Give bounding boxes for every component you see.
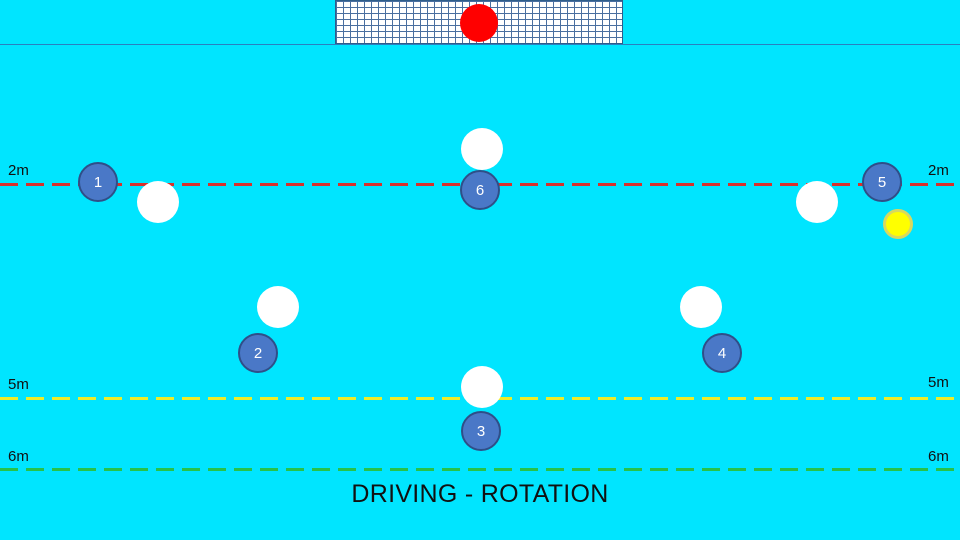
defender-right-flat xyxy=(680,286,722,328)
five-meter-label-right: 5m xyxy=(928,374,949,391)
five-meter-label-left: 5m xyxy=(8,376,29,393)
goal-line xyxy=(0,44,960,45)
attacker-2: 2 xyxy=(238,333,278,373)
diagram-title: DRIVING - ROTATION xyxy=(351,480,609,508)
attacker-4: 4 xyxy=(702,333,742,373)
defender-point xyxy=(461,366,503,408)
defender-top-center xyxy=(461,128,503,170)
two-meter-label-left: 2m xyxy=(8,162,29,179)
goalkeeper xyxy=(460,4,498,42)
six-meter-label-right: 6m xyxy=(928,448,949,465)
attacker-5: 5 xyxy=(862,162,902,202)
defender-left-wing xyxy=(137,181,179,223)
defender-left-flat xyxy=(257,286,299,328)
six-meter-label-left: 6m xyxy=(8,448,29,465)
two-meter-label-right: 2m xyxy=(928,162,949,179)
six-meter-line xyxy=(0,468,960,471)
attacker-1: 1 xyxy=(78,162,118,202)
ball xyxy=(883,209,913,239)
defender-right-wing xyxy=(796,181,838,223)
attacker-6: 6 xyxy=(460,170,500,210)
attacker-3: 3 xyxy=(461,411,501,451)
